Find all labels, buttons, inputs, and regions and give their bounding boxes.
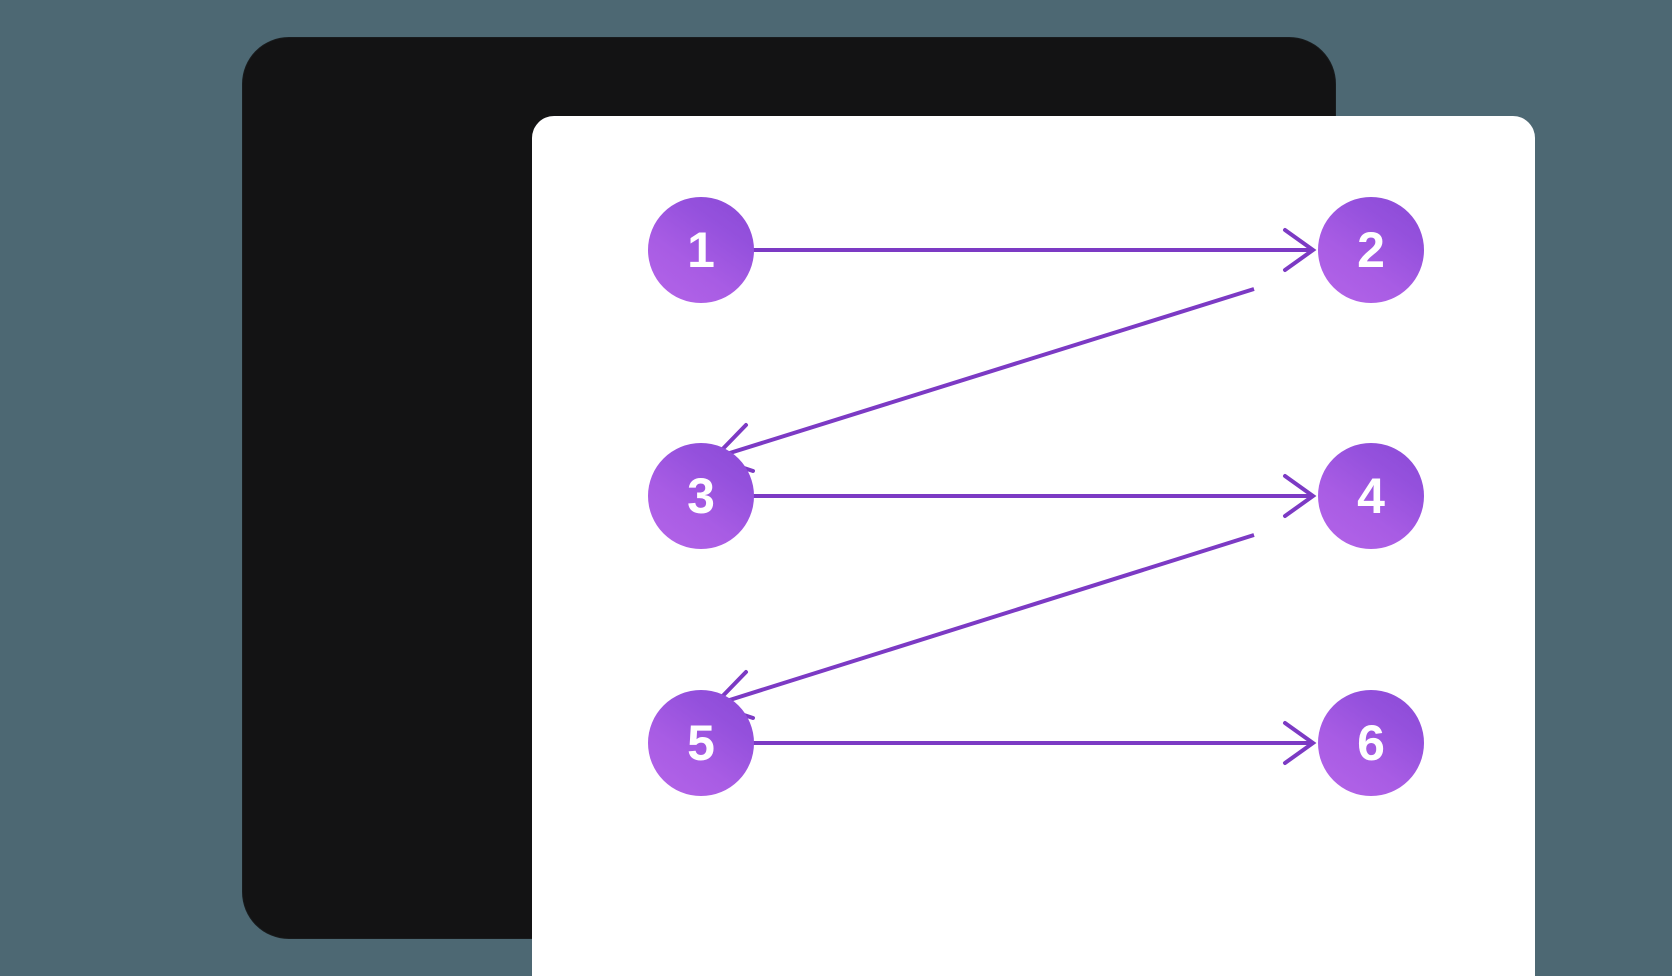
edge-5-to-6-arrowhead bbox=[1283, 721, 1317, 765]
node-4[interactable]: 4 bbox=[1318, 443, 1424, 549]
device-screen: 1 2 3 4 5 6 bbox=[532, 116, 1535, 976]
node-2[interactable]: 2 bbox=[1318, 197, 1424, 303]
edge-layer bbox=[710, 228, 1317, 765]
node-1-label: 1 bbox=[687, 222, 715, 278]
edge-3-to-4-arrowhead bbox=[1283, 474, 1317, 518]
edge-4-to-5 bbox=[710, 533, 1255, 720]
edge-2-to-3 bbox=[710, 287, 1255, 473]
node-1[interactable]: 1 bbox=[648, 197, 754, 303]
node-2-label: 2 bbox=[1357, 222, 1385, 278]
node-6-label: 6 bbox=[1357, 715, 1385, 771]
edge-1-to-2 bbox=[713, 228, 1317, 272]
flow-diagram: 1 2 3 4 5 6 bbox=[532, 116, 1535, 976]
node-4-label: 4 bbox=[1357, 468, 1385, 524]
edge-5-to-6 bbox=[713, 721, 1317, 765]
node-5-label: 5 bbox=[687, 715, 715, 771]
screenshot-stage: 1 2 3 4 5 6 bbox=[243, 38, 1535, 976]
edge-4-to-5-line bbox=[716, 533, 1255, 706]
node-3-label: 3 bbox=[687, 468, 715, 524]
node-3[interactable]: 3 bbox=[648, 443, 754, 549]
node-6[interactable]: 6 bbox=[1318, 690, 1424, 796]
edge-3-to-4 bbox=[713, 474, 1317, 518]
node-5[interactable]: 5 bbox=[648, 690, 754, 796]
device-frame: 1 2 3 4 5 6 bbox=[243, 38, 1535, 976]
edge-1-to-2-arrowhead bbox=[1283, 228, 1317, 272]
edge-2-to-3-line bbox=[716, 287, 1255, 459]
